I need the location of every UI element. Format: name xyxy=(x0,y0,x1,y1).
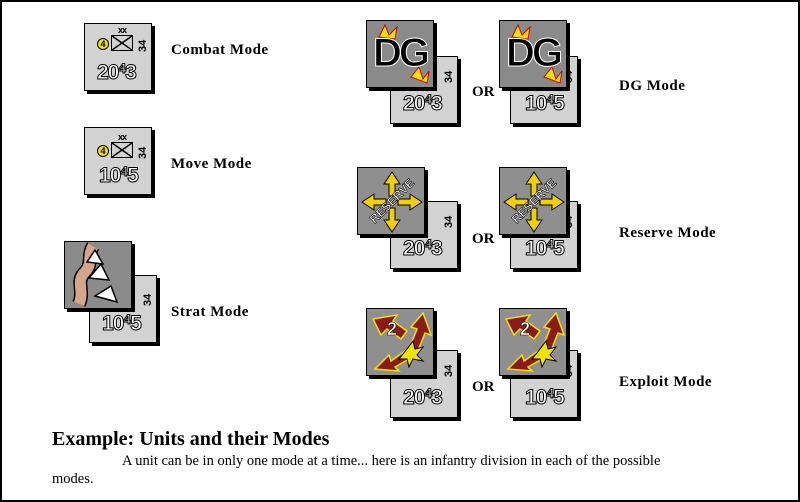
or-label: OR xyxy=(472,379,495,395)
exploit-arrows-icon xyxy=(371,311,433,372)
move-mode-counter[interactable]: xx 4 34 1045 xyxy=(84,127,152,195)
exploit-marker[interactable]: 2 xyxy=(366,308,434,376)
mid-factor: 4 xyxy=(546,236,555,253)
unit-factors: 2043 xyxy=(402,91,444,116)
reserve-mode-label: Reserve Mode xyxy=(619,225,717,241)
defense-factor: 5 xyxy=(127,164,140,188)
combat-mode-counter[interactable]: xx 4 34 2043 xyxy=(84,23,152,91)
unit-factors: 1045 xyxy=(524,236,566,261)
attack-factor: 20 xyxy=(402,386,425,410)
reserve-arrows-icon xyxy=(503,171,565,233)
defense-factor: 3 xyxy=(431,92,444,116)
reserve-arrows-icon xyxy=(361,171,423,233)
strat-mode-label: Strat Mode xyxy=(171,304,249,320)
mid-factor: 4 xyxy=(546,385,555,402)
page-title: Example: Units and their Modes xyxy=(52,428,330,450)
exploit-marker-text: 2 xyxy=(387,319,398,340)
unit-badge: 4 xyxy=(97,145,109,157)
unit-factors: 1045 xyxy=(98,163,140,188)
mid-factor: 4 xyxy=(546,91,555,108)
exploit-marker-text: 2 xyxy=(520,319,531,340)
strat-marker[interactable] xyxy=(64,241,132,309)
burst-icon xyxy=(378,23,430,84)
mid-factor: 4 xyxy=(424,91,433,108)
unit-size-mark: xx xyxy=(118,25,127,35)
attack-factor: 10 xyxy=(524,386,547,410)
mid-factor: 4 xyxy=(123,311,132,328)
exploit-arrows-icon xyxy=(504,311,566,372)
defense-factor: 5 xyxy=(553,386,566,410)
infantry-symbol-icon xyxy=(111,142,133,158)
defense-factor: 5 xyxy=(553,92,566,116)
defense-factor: 3 xyxy=(431,386,444,410)
dg-marker[interactable]: DG xyxy=(499,20,567,88)
page-description: A unit can be in only one mode at a time… xyxy=(52,453,661,487)
unit-factors: 2043 xyxy=(402,236,444,261)
mid-factor: 4 xyxy=(424,236,433,253)
defense-factor: 5 xyxy=(553,237,566,261)
unit-id: 34 xyxy=(137,39,149,52)
unit-id: 34 xyxy=(137,146,149,159)
strat-arrow-icon xyxy=(72,242,119,307)
unit-id: 34 xyxy=(443,70,455,83)
unit-id: 34 xyxy=(443,215,455,228)
exploit-marker[interactable]: 2 xyxy=(499,308,567,376)
attack-factor: 10 xyxy=(524,237,547,261)
dg-marker-text: DG xyxy=(373,31,431,76)
attack-factor: 20 xyxy=(96,61,119,85)
unit-size-mark: xx xyxy=(118,132,127,142)
mid-factor: 4 xyxy=(120,163,129,180)
unit-badge: 4 xyxy=(97,38,109,50)
defense-factor: 5 xyxy=(130,312,143,336)
unit-id: 34 xyxy=(443,364,455,377)
defense-factor: 3 xyxy=(431,237,444,261)
move-mode-label: Move Mode xyxy=(171,156,252,172)
or-label: OR xyxy=(472,84,495,100)
attack-factor: 20 xyxy=(402,92,425,116)
unit-factors: 1045 xyxy=(524,91,566,116)
exploit-mode-label: Exploit Mode xyxy=(619,374,713,390)
burst-icon xyxy=(511,23,563,84)
dg-marker[interactable]: DG xyxy=(366,20,434,88)
reserve-marker[interactable]: RESERVE xyxy=(357,167,425,235)
unit-factors: 1045 xyxy=(524,385,566,410)
unit-factors: 2043 xyxy=(96,60,138,85)
infantry-symbol-icon xyxy=(111,35,133,51)
reserve-marker[interactable]: RESERVE xyxy=(499,167,567,235)
dg-marker-text: DG xyxy=(506,31,564,76)
mid-factor: 4 xyxy=(118,60,127,77)
unit-id: 34 xyxy=(142,293,154,306)
defense-factor: 3 xyxy=(125,61,138,85)
attack-factor: 20 xyxy=(402,237,425,261)
attack-factor: 10 xyxy=(101,312,124,336)
combat-mode-label: Combat Mode xyxy=(171,42,269,58)
mid-factor: 4 xyxy=(424,385,433,402)
unit-factors: 2043 xyxy=(402,385,444,410)
dg-mode-label: DG Mode xyxy=(619,78,686,94)
attack-factor: 10 xyxy=(98,164,121,188)
or-label: OR xyxy=(472,231,495,247)
unit-factors: 1045 xyxy=(101,311,143,336)
attack-factor: 10 xyxy=(524,92,547,116)
